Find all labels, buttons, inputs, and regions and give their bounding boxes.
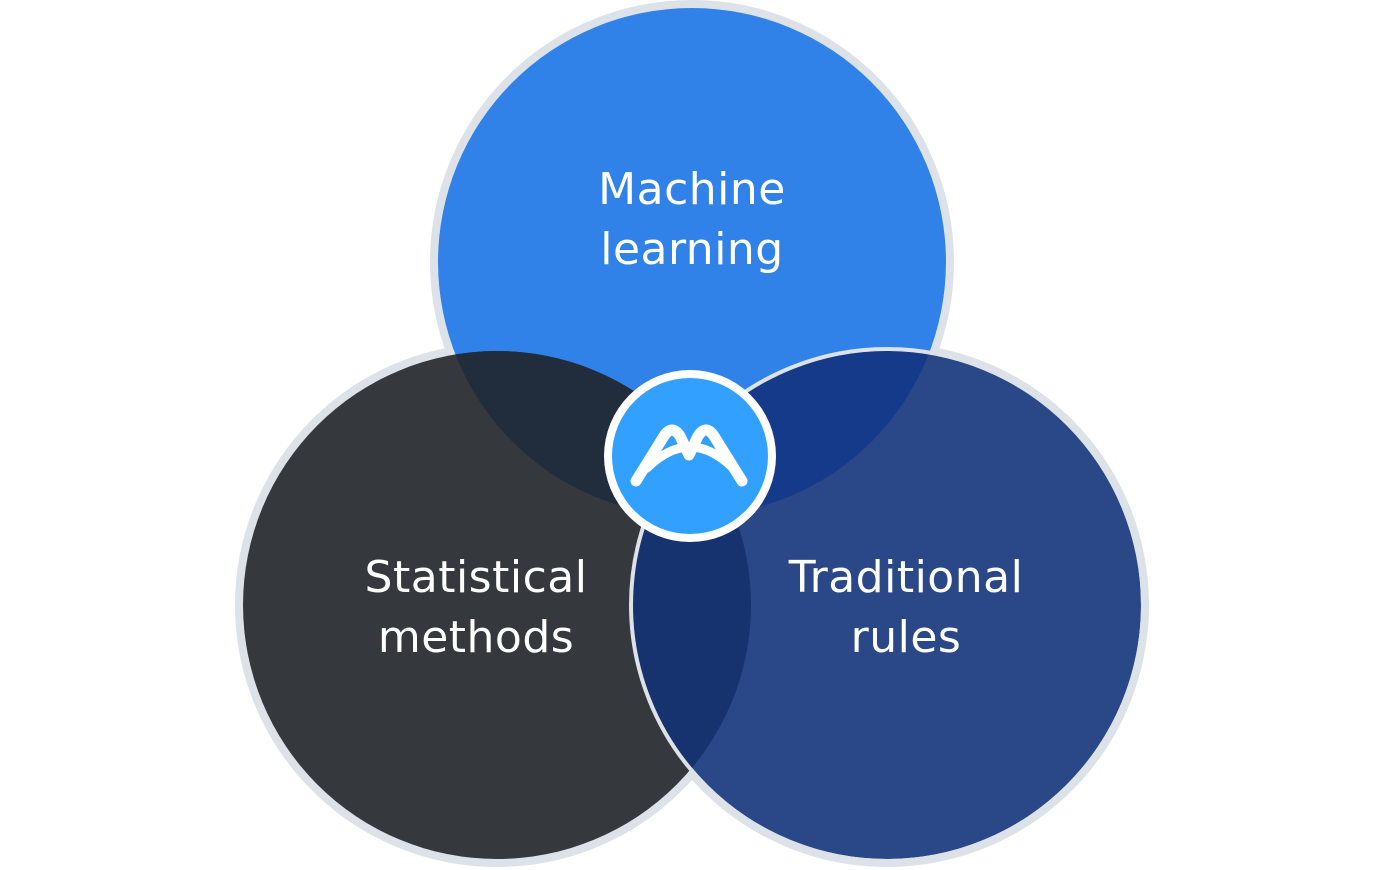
logo-icon xyxy=(604,370,776,542)
statistical-methods-label-line-2: methods xyxy=(377,612,575,663)
machine-learning-label-line-2: learning xyxy=(600,224,784,275)
statistical-methods-label: Statistical methods xyxy=(326,548,626,668)
traditional-rules-label-line-2: rules xyxy=(850,612,962,663)
statistical-methods-label-line-1: Statistical xyxy=(364,552,588,603)
traditional-rules-edge xyxy=(629,347,1145,863)
traditional-rules-label: Traditional rules xyxy=(756,548,1056,668)
traditional-rules-label-line-1: Traditional xyxy=(788,552,1024,603)
machine-learning-label: Machine learning xyxy=(542,160,842,280)
machine-learning-label-line-1: Machine xyxy=(598,164,786,215)
